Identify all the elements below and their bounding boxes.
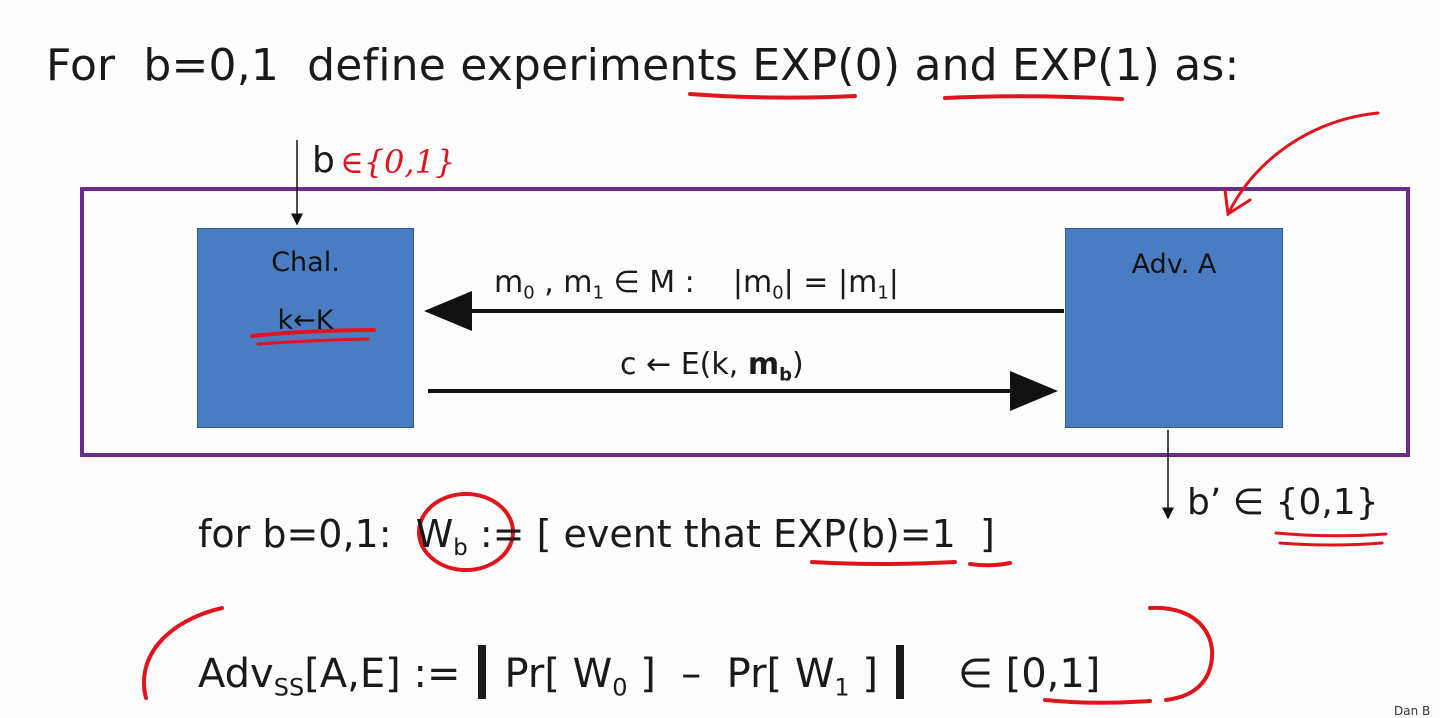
underline-set-1 [1274, 531, 1388, 538]
title-exp1: EXP(1) [1012, 40, 1161, 91]
abs-bar-left [478, 645, 487, 699]
challenger-label: Chal. [271, 247, 340, 278]
output-b-prime: b’ ∈ {0,1} [1187, 482, 1379, 523]
input-b-label: b [312, 140, 335, 181]
message-ciphertext: c ← E(k, mb) [620, 347, 804, 386]
underline-set-2 [1278, 541, 1384, 547]
underline-range [1043, 698, 1152, 705]
title-text: define experiments [307, 40, 739, 91]
underline-key-2 [256, 337, 370, 346]
challenger-box: Chal. k←K [197, 228, 414, 428]
title-as: as: [1174, 40, 1240, 91]
abs-bar-right [896, 645, 905, 699]
pointer-arrowhead [1223, 188, 1252, 217]
left-bracket [142, 606, 224, 700]
underline-key-1 [250, 328, 376, 338]
adversary-box: Adv. A [1065, 228, 1283, 428]
event-definition: for b=0,1: Wb := [ event that EXP(b)=1 ] [198, 512, 995, 561]
title-exp0: EXP(0) [752, 40, 901, 91]
title-and: and [914, 40, 998, 91]
underline-exp0 [688, 92, 857, 100]
right-bracket [1148, 605, 1215, 702]
adversary-label: Adv. A [1131, 249, 1217, 280]
underline-one [968, 561, 1012, 568]
b-annotation: ∈{0,1} [340, 143, 455, 181]
experiment-frame [80, 187, 1410, 457]
underline-exp1 [943, 94, 1124, 101]
circle-wb [417, 492, 515, 572]
title-bdef: b=0,1 [143, 40, 280, 91]
credit-text: Dan B [1394, 704, 1431, 718]
red-annotations [142, 92, 1388, 705]
pointer-arrow [1226, 111, 1380, 216]
message-m0-m1: m0 , m1 ∈ M : |m0| = |m1| [494, 265, 899, 304]
underline-expb [810, 560, 957, 566]
title-prefix: For [46, 40, 116, 91]
advantage-definition: AdvSS[A,E] :=Pr[ W0 ] – Pr[ W1 ]∈ [0,1] [198, 645, 1100, 699]
